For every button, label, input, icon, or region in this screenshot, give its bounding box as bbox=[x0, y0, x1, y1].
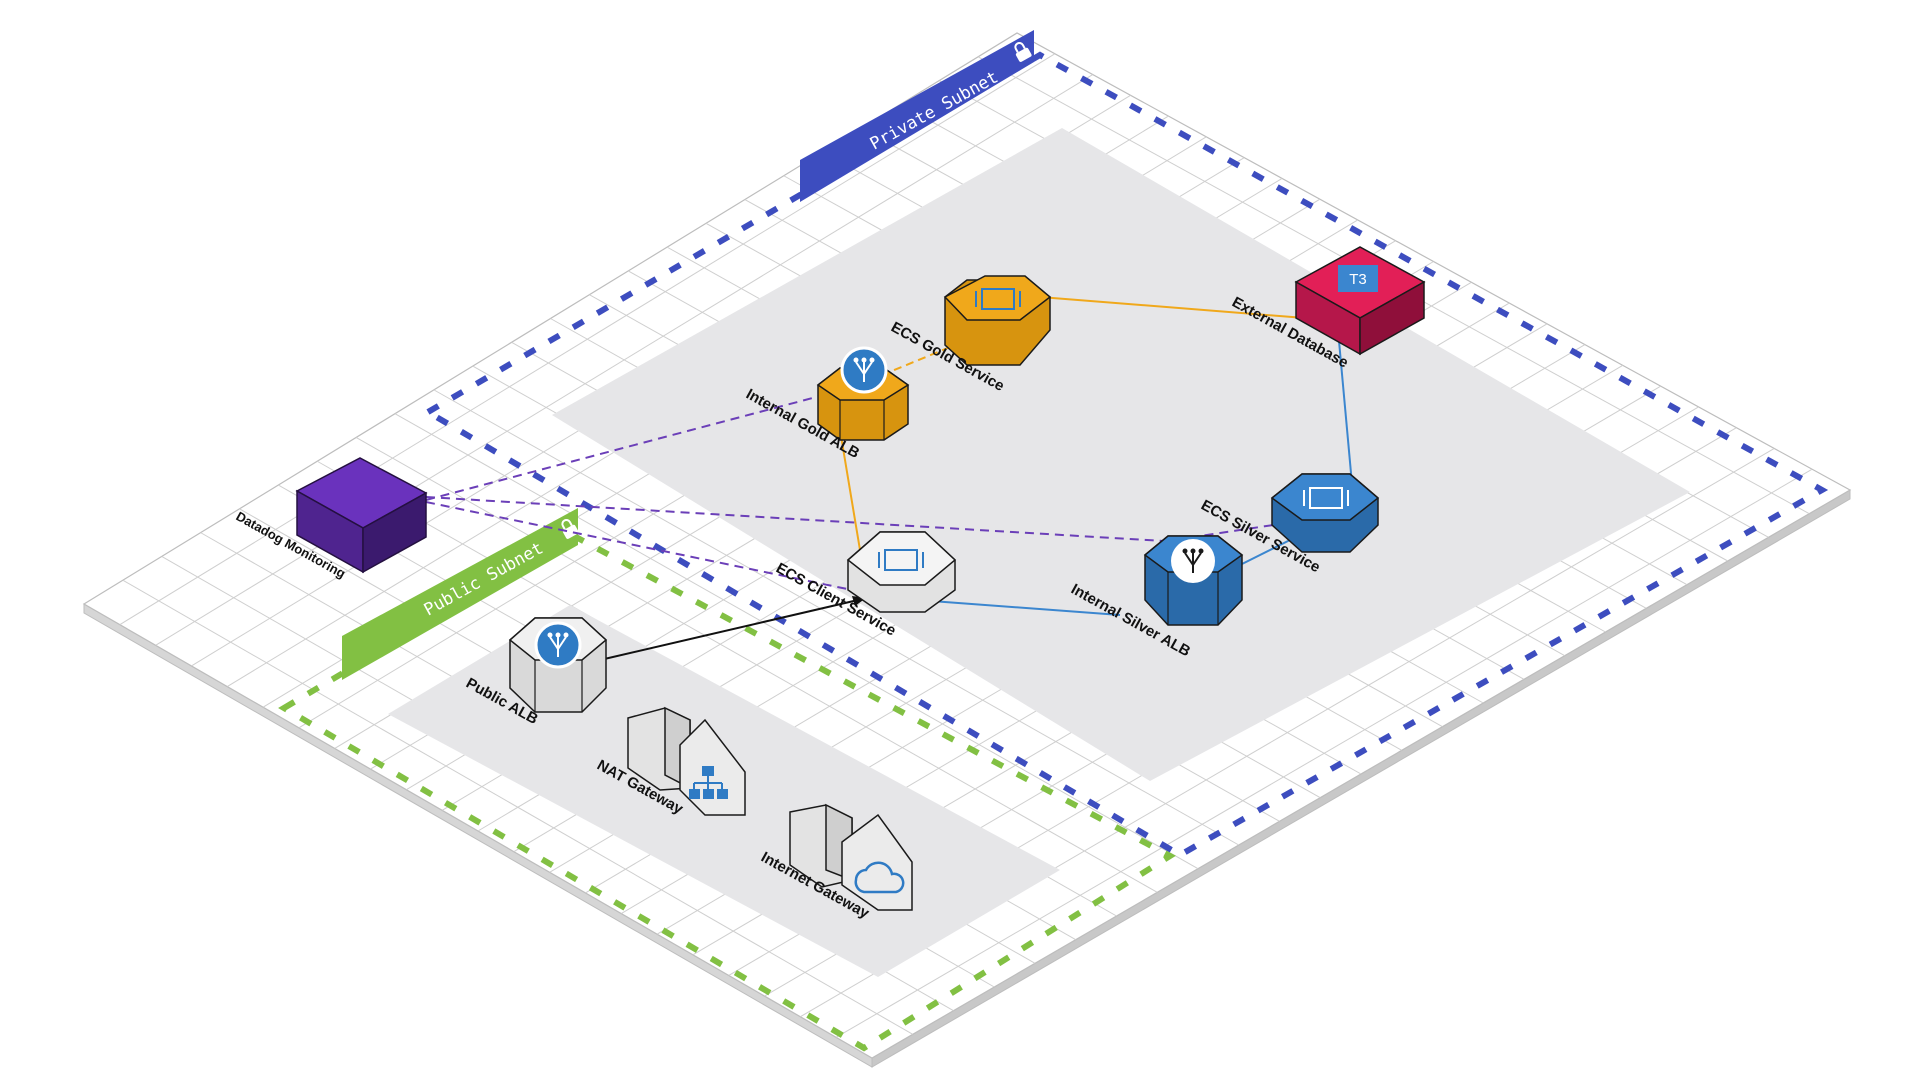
link-monitor-to-client bbox=[425, 501, 853, 591]
lock-icon bbox=[561, 519, 579, 539]
link-silver-service-to-database bbox=[1337, 329, 1353, 485]
grid-line bbox=[119, 53, 1056, 626]
grid-line bbox=[155, 74, 1093, 646]
link-silver-alb-to-silver-service bbox=[1239, 539, 1291, 566]
private-subnet-border bbox=[422, 51, 1829, 859]
link-client-to-silver-alb bbox=[917, 599, 1121, 616]
link-gold-service-to-database bbox=[1039, 296, 1331, 321]
cloud-icon bbox=[854, 861, 905, 894]
database-badge: T3 bbox=[1349, 271, 1367, 288]
lock-icon bbox=[1014, 42, 1032, 62]
link-monitor-to-gold-alb bbox=[425, 394, 825, 501]
container-icon bbox=[878, 549, 924, 571]
load-balancer-icon bbox=[840, 346, 888, 394]
grid-line bbox=[835, 468, 1813, 1038]
link-public-alb-to-client bbox=[599, 599, 859, 661]
link-client-to-gold-alb bbox=[839, 429, 861, 551]
internet-gateway-node[interactable]: Internet Gateway bbox=[758, 803, 913, 922]
load-balancer-icon bbox=[1171, 539, 1215, 583]
network-icon bbox=[689, 766, 728, 799]
load-balancer-icon bbox=[534, 621, 582, 669]
link-monitor-to-silver bbox=[425, 496, 1181, 543]
container-icon bbox=[1303, 487, 1349, 509]
private-subnet-area bbox=[552, 128, 1690, 781]
database-icon: T3 bbox=[1338, 265, 1378, 292]
container-icon bbox=[975, 288, 1021, 310]
